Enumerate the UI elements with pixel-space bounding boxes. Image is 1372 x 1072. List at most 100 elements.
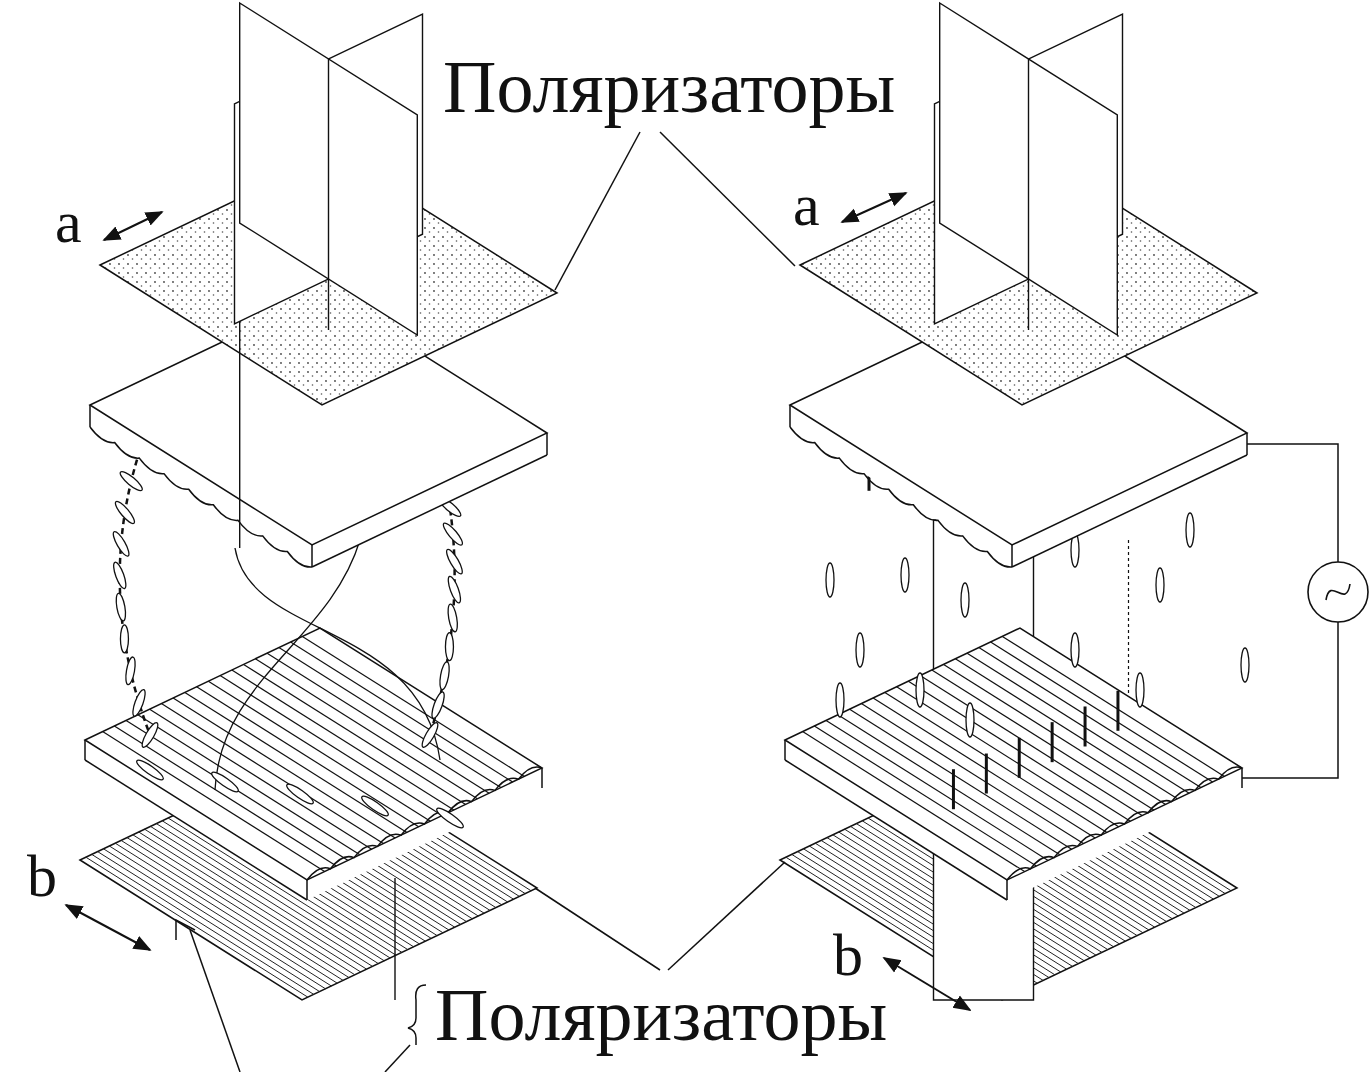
alignment-ridge (991, 642, 1213, 782)
lc-molecule (435, 806, 466, 831)
alignment-ridge (220, 676, 442, 816)
ac-tilde (1326, 584, 1350, 600)
alignment-ridge (826, 720, 1048, 860)
lc-molecule (360, 794, 391, 819)
polarization-arrow (104, 212, 162, 240)
alignment-ridge (979, 648, 1201, 788)
plate-edge (789, 405, 791, 427)
glass-plate (85, 628, 542, 900)
plate-edge (85, 760, 307, 900)
polarization-arrow (884, 958, 970, 1010)
molecule-chain (120, 450, 150, 735)
plate-edge (1012, 455, 1247, 567)
lc-molecule (111, 530, 132, 558)
alignment-ridge (161, 704, 383, 844)
plate-grooved-edge (307, 767, 542, 880)
alignment-ridge (150, 709, 372, 849)
lc-molecule (836, 683, 844, 717)
lc-molecule (444, 548, 465, 576)
alignment-ridge (944, 664, 1166, 804)
bracket (408, 985, 426, 1045)
anchored-molecule (1116, 691, 1119, 731)
alignment-ridge (967, 653, 1189, 793)
wire (1242, 622, 1338, 778)
polarization-arrow (66, 905, 150, 950)
twist-curve (215, 540, 360, 790)
alignment-ridge (232, 670, 454, 810)
axis-letter: a (790, 175, 823, 235)
anchored-molecule (1018, 738, 1021, 778)
lc-molecule (916, 673, 924, 707)
wire (1247, 444, 1338, 562)
plate-edge (1011, 545, 1013, 567)
lc-molecule (441, 521, 465, 548)
twist-curve (235, 548, 440, 760)
light-planes (235, 3, 423, 335)
lc-molecule (1241, 648, 1249, 682)
plate-grooved-edge (90, 427, 312, 567)
lc-molecule (438, 661, 451, 690)
alignment-ridge (920, 676, 1142, 816)
lc-molecule (135, 758, 166, 783)
alignment-ridge (897, 687, 1119, 827)
plate-top (785, 628, 1242, 880)
plate-edge (784, 740, 786, 760)
leader-line (190, 930, 240, 1072)
lc-molecule (446, 603, 459, 632)
lc-molecule (961, 583, 969, 617)
alignment-ridge (138, 715, 360, 855)
lc-molecule (120, 625, 128, 653)
polarization-arrow (842, 193, 906, 222)
alignment-ridge (1002, 636, 1224, 776)
leader-line (660, 132, 795, 266)
alignment-ridge (861, 704, 1083, 844)
alignment-ridge (197, 687, 419, 827)
axis-letter: b (830, 925, 866, 985)
lc-molecule (113, 499, 137, 526)
plate-edge (546, 433, 548, 455)
anchored-molecule (1051, 722, 1054, 762)
plane-intersection (328, 59, 329, 279)
lc-molecule (210, 770, 241, 795)
light-plane-edge (394, 878, 395, 1000)
lc-molecule (124, 656, 137, 685)
lc-molecule (826, 563, 834, 597)
alignment-ridge (126, 720, 348, 860)
lc-molecule (1136, 673, 1144, 707)
leader-line (385, 1045, 410, 1072)
alignment-ridge (873, 698, 1095, 838)
alignment-ridge (955, 659, 1177, 799)
polarizer-label: Поляризаторы (440, 50, 898, 124)
lc-molecule (130, 688, 147, 717)
lc-molecule (430, 691, 447, 720)
anchored-molecule (952, 769, 955, 809)
plate-edge (541, 768, 543, 788)
ac-source-symbol (1308, 562, 1368, 622)
plate-edge (311, 545, 313, 567)
lc-molecule (966, 703, 974, 737)
plate-top (85, 628, 542, 880)
alignment-ridge (267, 653, 489, 793)
alignment-ridge (932, 670, 1154, 810)
alignment-ridge (279, 648, 501, 788)
break-mark (176, 920, 195, 940)
lc-molecule (114, 593, 127, 622)
light-planes (935, 3, 1123, 335)
leader-line (668, 862, 785, 970)
plane-intersection (1028, 59, 1029, 279)
axis-letter: b (24, 846, 60, 906)
plate-edge (89, 405, 91, 427)
plate-edge (312, 455, 547, 567)
polarizer-label: Поляризаторы (432, 978, 890, 1052)
plate-grooved-edge (1007, 767, 1242, 880)
alignment-ridge (208, 681, 430, 821)
alignment-ridge (244, 664, 466, 804)
anchored-molecule (1084, 706, 1087, 746)
plate-edge (1006, 880, 1008, 900)
lc-molecule (1156, 568, 1164, 602)
alignment-ridge (850, 709, 1072, 849)
light-plane (940, 3, 1118, 335)
alignment-ridge (103, 732, 325, 872)
